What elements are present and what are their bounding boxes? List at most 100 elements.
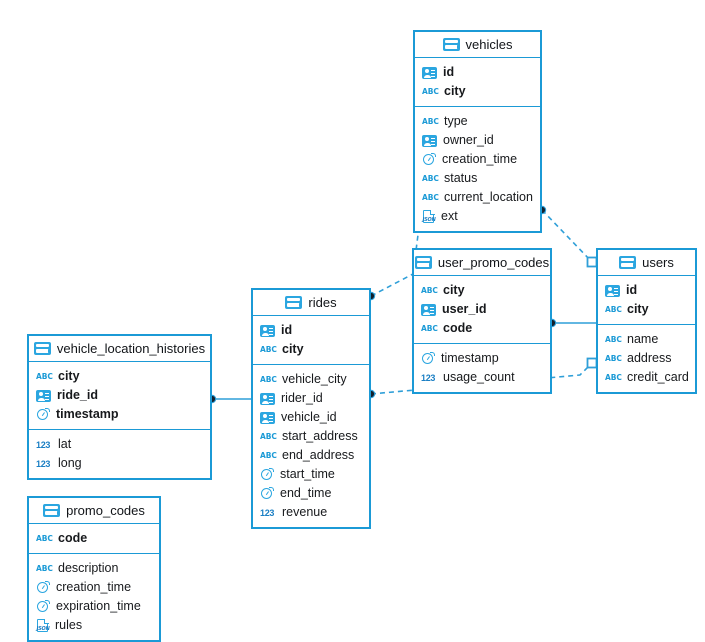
clock-icon: [260, 467, 274, 482]
attribute-field[interactable]: ABC start_address: [253, 427, 369, 446]
table-icon: [43, 504, 61, 517]
table-icon: [285, 296, 303, 309]
uuid-id-card-icon: [422, 135, 437, 147]
entity-title-bar[interactable]: rides: [253, 290, 369, 316]
clock-icon: [260, 486, 274, 501]
attribute-field[interactable]: creation_time: [29, 578, 159, 597]
entity-name: rides: [308, 295, 337, 310]
attribute-field[interactable]: timestamp: [414, 349, 550, 368]
field-label: creation_time: [56, 580, 132, 595]
uuid-id-card-icon: [422, 67, 437, 79]
table-icon: [619, 256, 637, 269]
primary-key-field[interactable]: ride_id: [29, 386, 210, 405]
attribute-field[interactable]: ABC credit_card: [598, 368, 695, 387]
field-label: start_address: [282, 429, 358, 444]
string-abc-icon: ABC: [605, 373, 622, 382]
attribute-field[interactable]: ABC address: [598, 349, 695, 368]
field-label: id: [281, 323, 293, 338]
primary-key-field[interactable]: id: [253, 321, 369, 340]
primary-key-field[interactable]: timestamp: [29, 405, 210, 424]
field-label: credit_card: [627, 370, 689, 385]
attribute-field[interactable]: owner_id: [415, 131, 540, 150]
field-label: city: [443, 283, 465, 298]
field-label: code: [58, 531, 88, 546]
table-icon: [33, 342, 51, 355]
field-label: city: [58, 369, 80, 384]
table-icon: [442, 38, 460, 51]
primary-key-field[interactable]: id: [415, 63, 540, 82]
attribute-field[interactable]: expiration_time: [29, 597, 159, 616]
field-label: end_time: [280, 486, 332, 501]
field-label: address: [627, 351, 672, 366]
string-abc-icon: ABC: [260, 432, 277, 441]
string-abc-icon: ABC: [605, 354, 622, 363]
table-icon: [414, 256, 432, 269]
relationship-rel-user-promo-codes-users[interactable]: [547, 318, 596, 328]
uuid-id-card-icon: [260, 325, 275, 337]
field-label: city: [444, 84, 466, 99]
field-label: usage_count: [443, 370, 515, 385]
field-label: creation_time: [442, 152, 518, 167]
field-label: city: [282, 342, 304, 357]
entity-title-bar[interactable]: promo_codes: [29, 498, 159, 524]
string-abc-icon: ABC: [422, 117, 439, 126]
entity-title-bar[interactable]: user_promo_codes: [414, 250, 550, 276]
primary-key-field[interactable]: user_id: [414, 300, 550, 319]
clock-icon: [422, 152, 436, 167]
attribute-field[interactable]: rider_id: [253, 389, 369, 408]
attribute-field[interactable]: end_time: [253, 484, 369, 503]
attribute-field[interactable]: creation_time: [415, 150, 540, 169]
entity-name: users: [642, 255, 674, 270]
uuid-id-card-icon: [260, 412, 275, 424]
entity-title-bar[interactable]: vehicle_location_histories: [29, 336, 210, 362]
field-label: rider_id: [281, 391, 323, 406]
field-label: rules: [55, 618, 83, 633]
primary-key-field[interactable]: id: [598, 281, 695, 300]
field-label: code: [443, 321, 473, 336]
number-123-icon: 123: [36, 458, 51, 469]
field-label: city: [627, 302, 649, 317]
string-abc-icon: ABC: [36, 372, 53, 381]
entity-title-bar[interactable]: users: [598, 250, 695, 276]
primary-key-field[interactable]: ABC city: [29, 367, 210, 386]
number-123-icon: 123: [260, 507, 275, 518]
entity-title-bar[interactable]: vehicles: [415, 32, 540, 58]
attribute-field[interactable]: vehicle_id: [253, 408, 369, 427]
entity-name: vehicle_location_histories: [56, 341, 206, 356]
field-label: user_id: [442, 302, 487, 317]
attribute-field[interactable]: start_time: [253, 465, 369, 484]
relationship-rel-vlh-rides[interactable]: [207, 394, 251, 404]
